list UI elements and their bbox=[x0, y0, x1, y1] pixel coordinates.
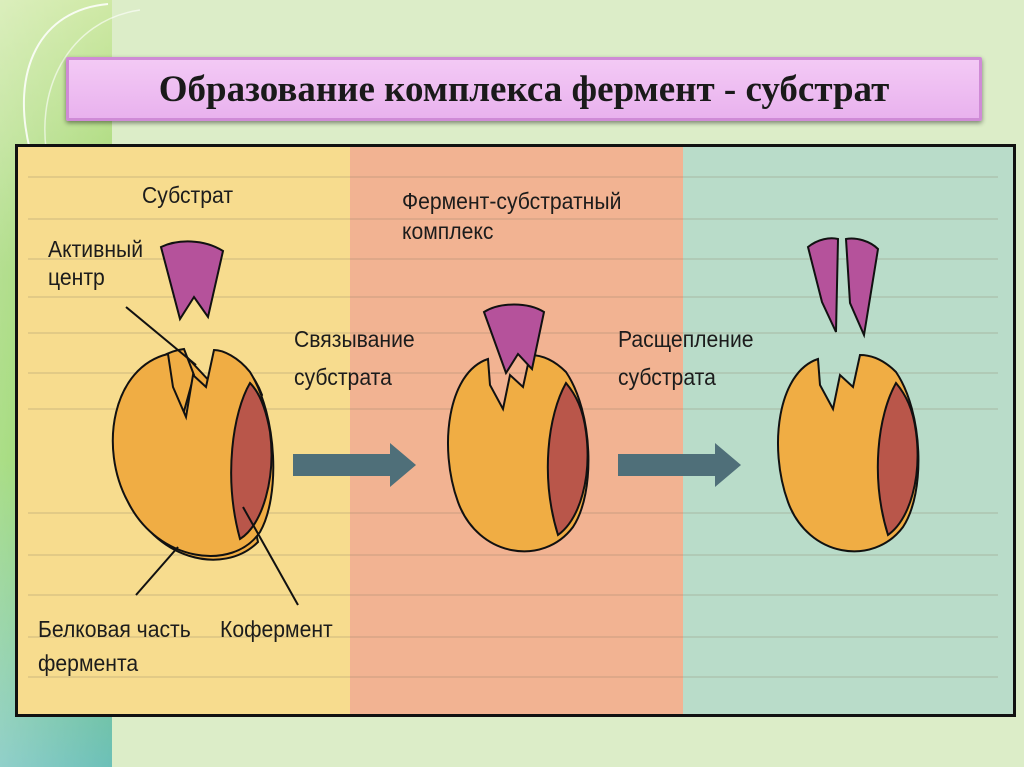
pointer-protein-part bbox=[135, 546, 179, 596]
coenzyme-2 bbox=[546, 381, 589, 537]
diagram-graphics bbox=[18, 147, 1013, 714]
substrate-product-left bbox=[806, 237, 840, 333]
enzyme-substrate-figure: Субстрат Активный центр Фермент-субстрат… bbox=[15, 144, 1016, 717]
label-active-center-line1: Активный bbox=[48, 236, 144, 262]
decorative-circle-arcs bbox=[22, 3, 141, 171]
substrate-product-right bbox=[844, 237, 880, 339]
pointer-coenzyme bbox=[242, 506, 299, 606]
substrate-2 bbox=[482, 303, 546, 376]
arrow-binding bbox=[293, 443, 416, 487]
enzyme-released bbox=[777, 237, 920, 553]
label-substrate: Субстрат bbox=[142, 182, 234, 208]
enzyme-free bbox=[111, 240, 299, 606]
slide-title-box: Образование комплекса фермент - субстрат bbox=[66, 57, 982, 121]
enzyme-substrate-complex bbox=[447, 303, 590, 553]
label-es-complex-line1: Фермент-субстратный bbox=[402, 188, 622, 214]
pointer-active-center bbox=[125, 306, 197, 366]
label-coenzyme: Кофермент bbox=[220, 616, 333, 642]
label-binding-line2: субстрата bbox=[294, 364, 392, 390]
label-active-center-line2: центр bbox=[48, 264, 105, 290]
slide-title: Образование комплекса фермент - субстрат bbox=[158, 68, 890, 110]
label-cleavage-line1: Расщепление bbox=[618, 326, 754, 352]
coenzyme-3 bbox=[876, 381, 919, 537]
arrow-cleavage bbox=[618, 443, 741, 487]
label-es-complex-line2: комплекс bbox=[402, 218, 494, 244]
label-binding-line1: Связывание bbox=[294, 326, 415, 352]
substrate-1 bbox=[159, 240, 225, 322]
coenzyme-1-fill bbox=[230, 381, 273, 541]
label-protein-part-line1: Белковая часть bbox=[38, 616, 191, 642]
label-protein-part-line2: фермента bbox=[38, 650, 139, 676]
label-cleavage-line2: субстрата bbox=[618, 364, 716, 390]
